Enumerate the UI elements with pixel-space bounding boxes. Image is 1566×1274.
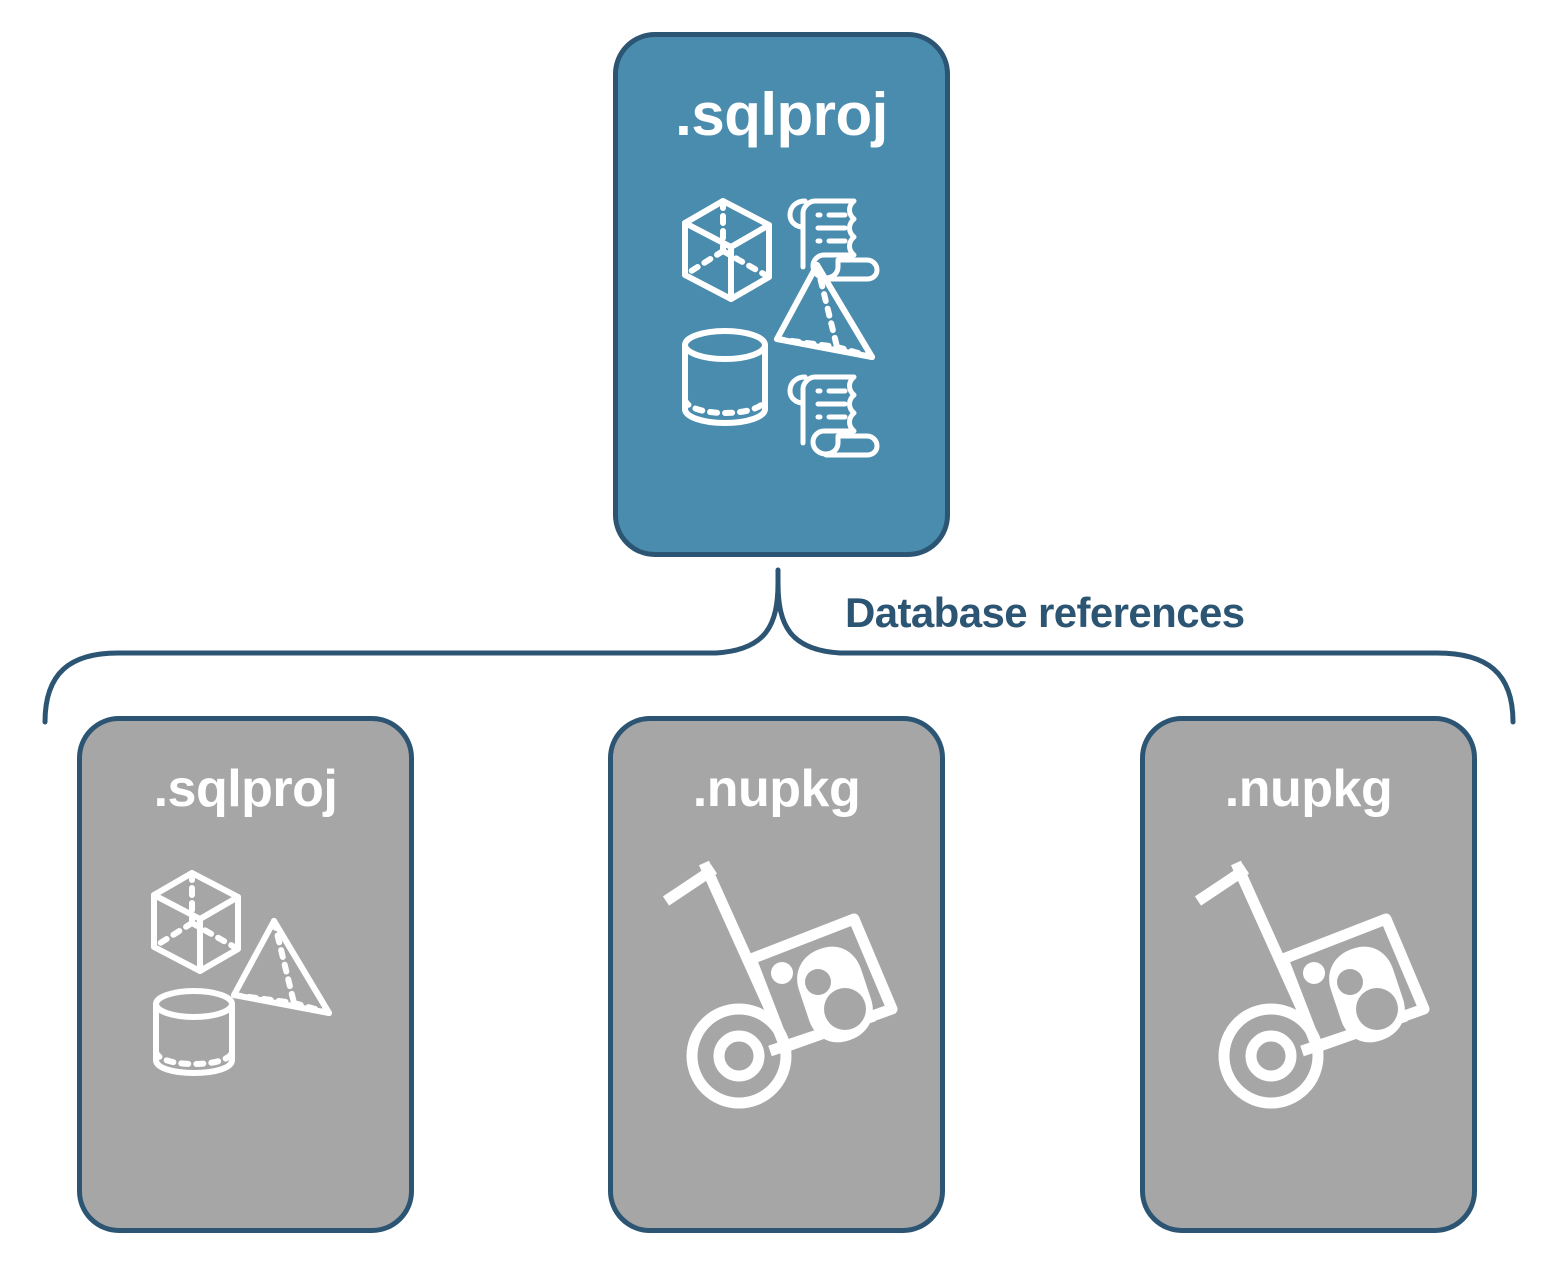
cube-wireframe-icon <box>150 870 241 974</box>
hand-truck-wheel <box>1218 1003 1323 1109</box>
scroll-script-icon-top <box>787 198 879 282</box>
pyramid-wireframe-icon <box>773 262 875 360</box>
brace-right-end-curl <box>1434 650 1516 725</box>
node-sqlproj-main-icon-group <box>618 187 945 467</box>
node-sqlproj-reference[interactable]: .sqlproj <box>77 716 414 1233</box>
brace-label-database-references: Database references <box>845 589 1245 636</box>
cylinder-wireframe-icon <box>681 328 768 426</box>
cube-wireframe-icon <box>681 198 772 302</box>
hand-truck-package-icon <box>1194 860 1429 1109</box>
node-nupkg-reference-2[interactable]: .nupkg <box>1140 716 1477 1233</box>
package-contents-holes <box>1336 969 1398 1030</box>
brace-left-end-curl <box>42 650 121 725</box>
node-sqlproj-main[interactable]: .sqlproj <box>613 32 950 557</box>
package-contents-holes <box>804 969 866 1030</box>
hand-truck-wheel <box>686 1003 791 1109</box>
node-nupkg-reference-1-label: .nupkg <box>692 760 861 818</box>
node-sqlproj-reference-icon-group <box>82 861 409 1081</box>
node-nupkg-reference-1-icon-group <box>613 851 940 1121</box>
node-sqlproj-reference-label: .sqlproj <box>153 760 338 818</box>
sqlproj-shapes-and-scripts-icon <box>681 198 879 458</box>
node-nupkg-reference-2-icon-group <box>1145 851 1472 1121</box>
brace-left-arm <box>115 580 781 656</box>
cylinder-wireframe-icon <box>152 988 235 1076</box>
node-nupkg-reference-1[interactable]: .nupkg <box>608 716 945 1233</box>
pyramid-wireframe-icon <box>230 918 332 1016</box>
scroll-script-icon-bottom <box>787 374 879 458</box>
hand-truck-package-icon <box>662 860 897 1109</box>
sqlproj-shapes-icon <box>150 870 332 1076</box>
node-nupkg-reference-2-label: .nupkg <box>1224 760 1393 818</box>
node-sqlproj-main-label: .sqlproj <box>675 81 888 148</box>
